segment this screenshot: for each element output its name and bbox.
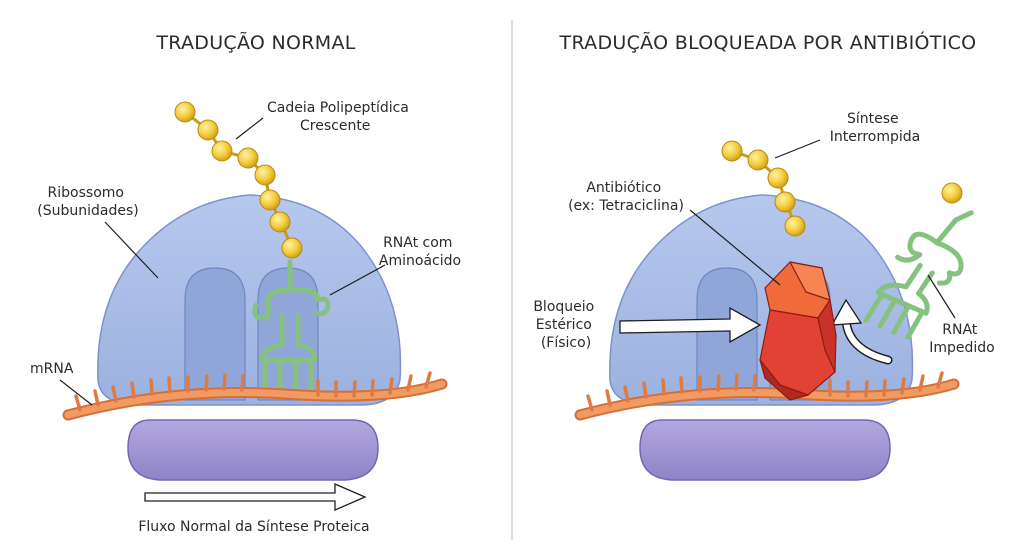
left-panel-title: TRADUÇÃO NORMAL [155, 31, 355, 54]
right-ribosome [609, 194, 914, 481]
right-trna [863, 182, 974, 340]
label-ribosome: Ribossomo (Subunidades) [37, 185, 138, 219]
leader-synthesis [774, 139, 821, 159]
leader-trna-impeded [927, 274, 956, 319]
leader-mrna [59, 379, 93, 406]
large-subunit [97, 194, 402, 406]
e-site [184, 267, 246, 401]
e-site-right [696, 267, 758, 401]
left-polypeptide [174, 101, 303, 259]
left-ribosome [97, 194, 402, 481]
right-panel-title: TRADUÇÃO BLOQUEADA POR ANTIBIÓTICO [559, 30, 977, 54]
label-flow: Fluxo Normal da Síntese Proteica [138, 519, 369, 535]
label-trna-impeded: RNAt Impedido [929, 322, 995, 356]
flow-arrow [144, 483, 367, 511]
left-mrna [62, 371, 448, 421]
right-polypeptide [721, 140, 806, 237]
leader-polypeptide [235, 117, 264, 140]
blocked-arrow [843, 317, 891, 363]
antibiotic-molecule [759, 261, 837, 401]
label-polypeptide: Cadeia Polipeptídica Crescente [267, 100, 413, 134]
leader-trna [329, 264, 386, 296]
label-mrna: mRNA [30, 361, 74, 377]
small-subunit-right [639, 419, 891, 481]
leader-ribosome [104, 221, 159, 279]
label-trna: RNAt com Aminoácido [379, 235, 461, 269]
label-block: Bloqueio Estérico (Físico) [533, 299, 598, 351]
large-subunit-right [609, 194, 914, 406]
leader-antibiotic [689, 209, 781, 286]
label-synthesis: Síntese Interrompida [830, 111, 921, 145]
blocked-arrow-head [830, 298, 863, 326]
label-antibiotic: Antibiótico (ex: Tetraciclina) [568, 180, 684, 214]
left-trna [252, 259, 331, 395]
steric-block-arrow [619, 306, 762, 344]
small-subunit [127, 419, 379, 481]
